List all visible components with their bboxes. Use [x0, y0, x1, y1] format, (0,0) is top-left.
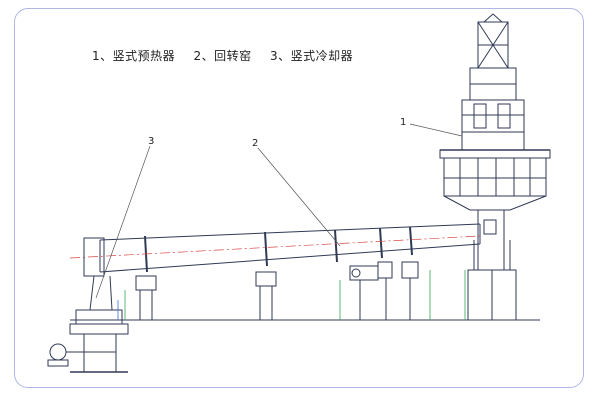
vertical-preheater: [439, 13, 551, 321]
callout-1: 1: [400, 117, 406, 128]
leader-line-3: [95, 145, 151, 299]
callout-3: 3: [148, 136, 154, 147]
legend-item-rotary-kiln: 2、回转窑: [193, 49, 252, 63]
leader-line-1: [409, 123, 463, 137]
legend-item-cooler: 3、竖式冷却器: [269, 49, 354, 63]
leader-line-2: [257, 147, 341, 247]
rotary-kiln: [69, 223, 481, 320]
callout-2: 2: [252, 138, 258, 149]
legend-item-preheater: 1、竖式预热器: [92, 49, 176, 63]
diagram-frame: [14, 8, 584, 388]
legend: 1、竖式预热器 2、回转窑 3、竖式冷却器: [92, 47, 367, 64]
vertical-cooler: [47, 237, 129, 373]
